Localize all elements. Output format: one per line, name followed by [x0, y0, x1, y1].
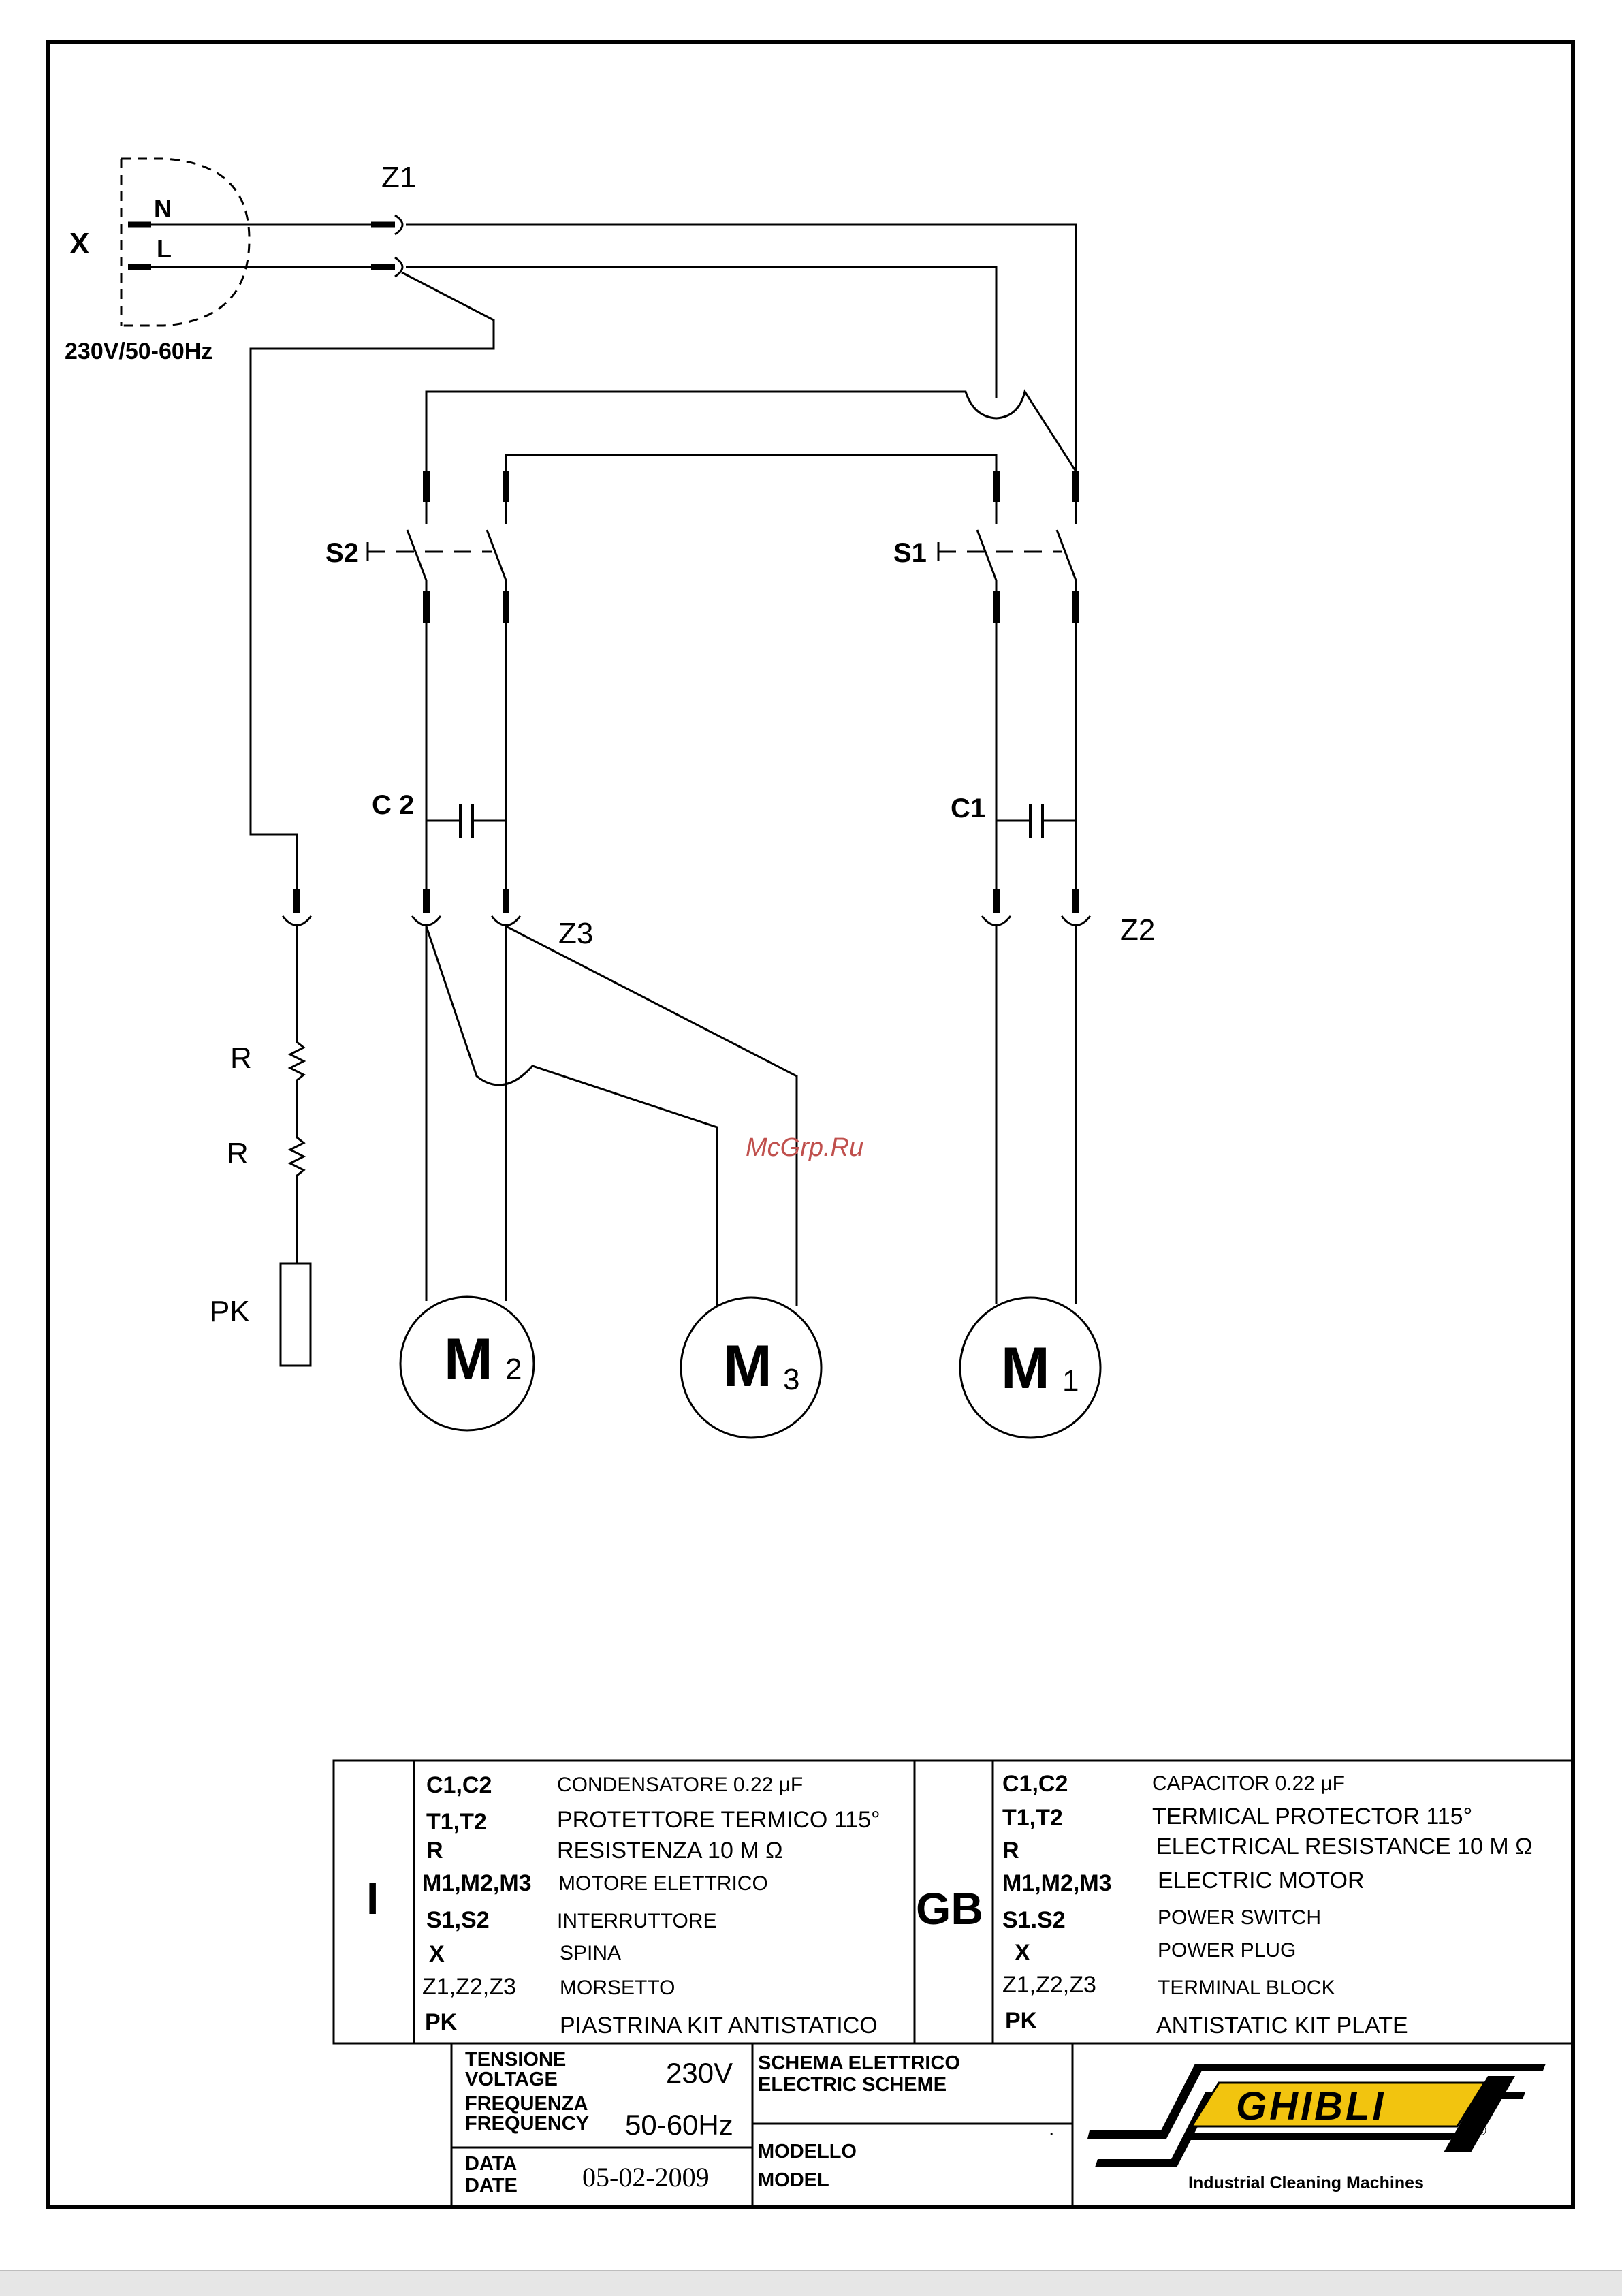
legend-gb-desc: POWER PLUG: [1158, 1939, 1296, 1962]
power-plug: [120, 157, 251, 327]
tb-model-value: .: [1049, 2118, 1054, 2140]
motor-m3-letter: M: [723, 1334, 772, 1399]
legend-gb-code: S1.S2: [1002, 1907, 1066, 1933]
tb-data: DATA: [465, 2153, 517, 2175]
title-block: TENSIONE VOLTAGE 230V FREQUENZA FREQUENC…: [465, 2049, 1054, 2197]
label-z1: Z1: [381, 161, 416, 194]
watermark: McGrp.Ru: [746, 1133, 863, 1162]
motor-m2-letter: M: [444, 1327, 493, 1392]
tb-model: MODEL: [758, 2169, 829, 2191]
legend-it-desc: MOTORE ELETTRICO: [558, 1872, 768, 1895]
legend-gb-desc: TERMINAL BLOCK: [1158, 1977, 1335, 1999]
wire-antistatic: [249, 271, 495, 889]
legend-gb-code: X: [1015, 1940, 1030, 1966]
viewer-bottom-strip: [0, 2270, 1622, 2296]
label-pk: PK: [210, 1295, 250, 1328]
legend-gb-desc: ELECTRIC MOTOR: [1158, 1868, 1365, 1893]
logo-registered: ®: [1476, 2124, 1486, 2139]
antistatic-plate: [279, 1262, 312, 1367]
capacitor-c2: [426, 804, 506, 838]
legend-table: [332, 1759, 1574, 2207]
resistor-chain: [287, 926, 306, 1263]
motor-m3: [680, 1296, 823, 1439]
motor-m1: [959, 1296, 1102, 1439]
legend-gb-desc: ANTISTATIC KIT PLATE: [1156, 2013, 1408, 2039]
terminal-z3: [411, 889, 522, 926]
legend-lang-it: I: [366, 1873, 379, 1923]
legend-gb-code: Z1,Z2,Z3: [1002, 1972, 1096, 1998]
capacitor-c1: [996, 804, 1076, 838]
wire-line: [151, 266, 998, 398]
motor-m2: [399, 1295, 535, 1432]
tb-modello: MODELLO: [758, 2141, 857, 2163]
legend-it-code: PK: [425, 2009, 458, 2035]
tb-date: DATE: [465, 2175, 518, 2197]
legend-it-desc: RESISTENZA 10 M Ω: [557, 1838, 783, 1863]
tb-date-value: 05-02-2009: [582, 2162, 710, 2192]
label-s2: S2: [325, 538, 359, 568]
legend-gb-code: M1,M2,M3: [1002, 1870, 1112, 1896]
motor-m3-index: 3: [783, 1363, 799, 1396]
tb-frequency-value: 50-60Hz: [625, 2109, 733, 2141]
legend-it-code: X: [429, 1941, 445, 1967]
sheet-frame: [46, 40, 1575, 2209]
legend-it-rows: C1,C2 CONDENSATORE 0.22 μF T1,T2 PROTETT…: [422, 1772, 880, 2039]
tb-frequenza: FREQUENZA: [465, 2093, 588, 2115]
legend-it-desc: CONDENSATORE 0.22 μF: [557, 1774, 803, 1796]
logo-brand: GHIBLI: [1236, 2084, 1386, 2128]
label-s1: S1: [893, 538, 927, 568]
legend-it-code: R: [426, 1838, 443, 1863]
legend-gb-desc: CAPACITOR 0.22 μF: [1152, 1772, 1345, 1795]
logo-tagline: Industrial Cleaning Machines: [1188, 2173, 1424, 2192]
tb-voltage-value: 230V: [666, 2057, 733, 2089]
legend-it-code: S1,S2: [426, 1907, 490, 1933]
label-supply: 230V/50-60Hz: [65, 339, 212, 364]
motor-m2-index: 2: [505, 1353, 522, 1386]
terminal-z2: [981, 889, 1092, 926]
label-plug: X: [69, 227, 89, 260]
terminal-z1: [371, 214, 404, 278]
label-neutral: N: [154, 194, 172, 222]
tb-scheme-en: ELECTRIC SCHEME: [758, 2074, 947, 2096]
label-r-lower: R: [227, 1137, 249, 1170]
label-c1: C1: [951, 793, 985, 823]
tb-scheme-it: SCHEMA ELETTRICO: [758, 2052, 960, 2074]
motor-m1-letter: M: [1001, 1336, 1050, 1401]
motor-m1-index: 1: [1062, 1364, 1079, 1398]
legend-gb-code: T1,T2: [1002, 1805, 1063, 1831]
label-r-upper: R: [230, 1041, 252, 1075]
wire-s2-left: [425, 389, 1077, 472]
wire-neutral: [151, 223, 1077, 471]
label-z2: Z2: [1120, 913, 1155, 947]
switch-s1: [937, 471, 1079, 623]
legend-gb-desc: TERMICAL PROTECTOR 115°: [1152, 1804, 1472, 1829]
legend-it-desc: MORSETTO: [560, 1977, 675, 1999]
legend-gb-code: PK: [1005, 2008, 1038, 2034]
switch-s2: [366, 471, 509, 623]
tb-frequency: FREQUENCY: [465, 2113, 589, 2135]
legend-gb-code: R: [1002, 1838, 1019, 1863]
legend-it-desc: INTERRUTTORE: [557, 1910, 716, 1932]
wire-s2-right: [505, 454, 998, 471]
legend-lang-gb: GB: [916, 1883, 983, 1934]
legend-it-desc: PROTETTORE TERMICO 115°: [557, 1807, 880, 1833]
legend-it-desc: SPINA: [560, 1942, 621, 1964]
legend-gb-desc: POWER SWITCH: [1158, 1906, 1321, 1929]
legend-gb-rows: C1,C2 CAPACITOR 0.22 μF T1,T2 TERMICAL P…: [1002, 1771, 1533, 2039]
label-c2: C 2: [372, 790, 414, 820]
legend-gb-desc: ELECTRICAL RESISTANCE 10 M Ω: [1156, 1834, 1533, 1859]
tb-voltage: VOLTAGE: [465, 2069, 558, 2090]
legend-gb-code: C1,C2: [1002, 1771, 1068, 1797]
legend-it-code: C1,C2: [426, 1772, 492, 1798]
terminal-antistatic: [281, 889, 313, 926]
legend-it-desc: PIASTRINA KIT ANTISTATICO: [560, 2013, 878, 2039]
label-line: L: [157, 235, 172, 263]
ghibli-logo: GHIBLI ® Industrial Cleaning Machines: [1087, 2064, 1546, 2192]
legend-it-code: T1,T2: [426, 1809, 487, 1835]
legend-it-code: M1,M2,M3: [422, 1870, 532, 1896]
legend-it-code: Z1,Z2,Z3: [422, 1974, 516, 2000]
tb-tensione: TENSIONE: [465, 2049, 566, 2071]
label-z3: Z3: [558, 917, 593, 950]
